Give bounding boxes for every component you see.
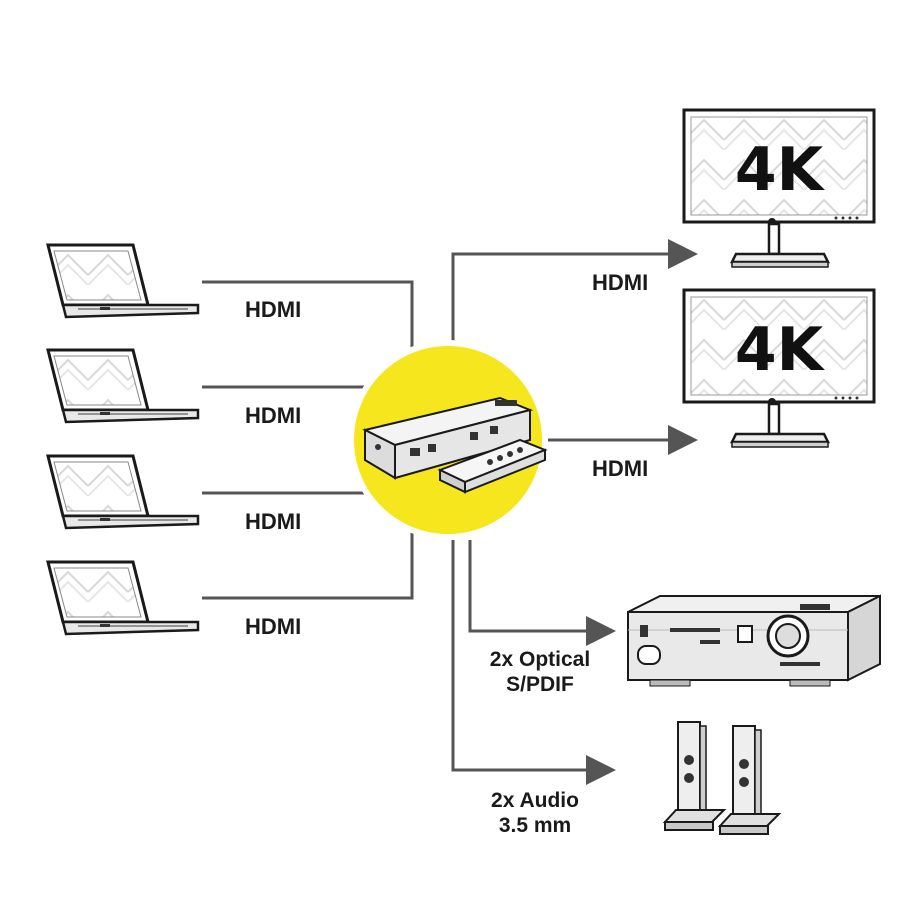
output-connectors [451,239,698,785]
laptop-icon [46,560,200,636]
input-label-3: HDMI [245,509,302,534]
matrix-switch-hub [348,340,548,540]
output-label-receiver-line2: S/PDIF [506,673,574,696]
output-line-speakers [451,540,616,785]
laptop-icon [46,243,200,319]
remote-control-icon [437,438,548,494]
input-connectors [202,280,414,600]
monitor-1-icon: 4K [682,108,876,268]
output-label-monitor-2: HDMI [592,456,649,481]
laptop-icon [46,454,200,530]
input-line-4 [202,520,414,600]
output-line-receiver [468,540,616,646]
input-label-4: HDMI [245,614,302,639]
speakers-icon [662,721,782,835]
output-label-speakers-line2: 3.5 mm [498,814,572,837]
output-label-monitor-1: HDMI [592,270,649,295]
speaker-right [717,725,782,835]
monitor-2-icon: 4K [682,288,876,448]
input-label-2: HDMI [245,403,302,428]
monitor-2-screen-text: 4K [735,315,826,385]
monitor-group: 4K 4K [682,108,876,448]
output-label-speakers-line1: 2x Audio [491,789,579,812]
speaker-left [662,721,727,831]
output-label-receiver: 2x Optical S/PDIF [478,647,602,697]
laptop-icon [46,348,200,424]
monitor-1-screen-text: 4K [735,135,826,205]
output-label-receiver-line1: 2x Optical [489,648,591,671]
output-line-monitor-1 [451,239,698,345]
laptop-group [46,243,200,636]
matrix-switch-device [362,396,534,480]
av-receiver-icon [627,594,881,687]
input-line-1 [202,280,414,360]
output-label-speakers: 2x Audio 3.5 mm [478,788,592,838]
input-label-1: HDMI [245,297,302,322]
